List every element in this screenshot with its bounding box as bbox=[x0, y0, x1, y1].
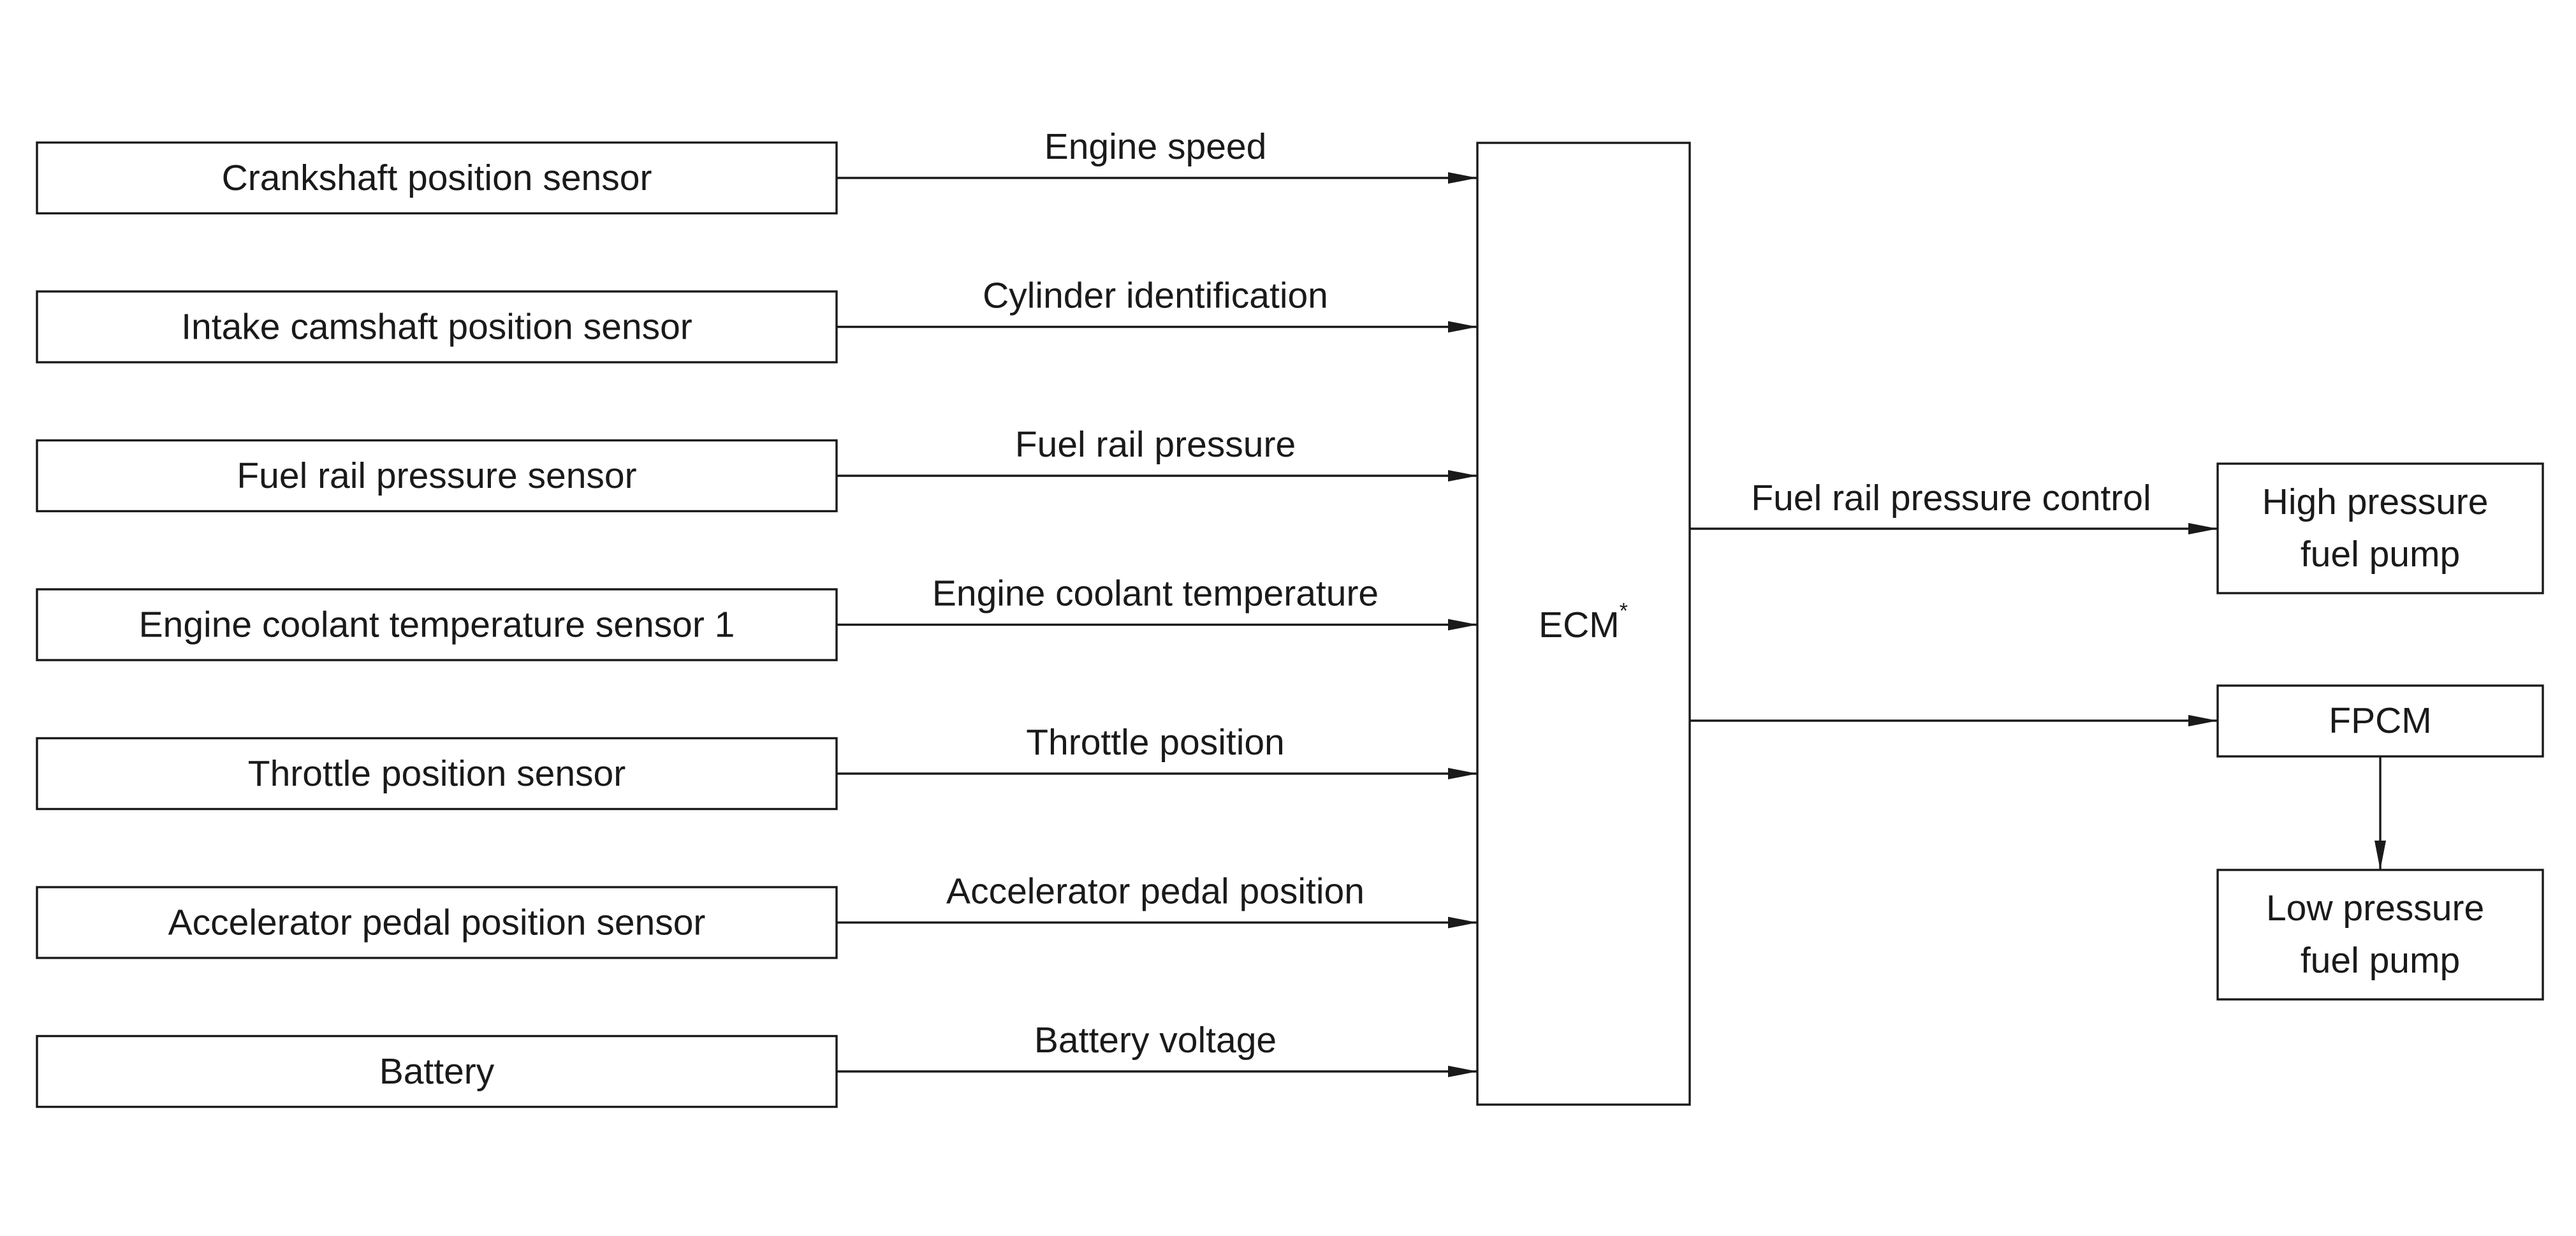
low-pressure-fuel-pump-label-line1: Low pressure bbox=[2266, 888, 2484, 929]
signal-label-coolant: Engine coolant temperature bbox=[932, 573, 1379, 614]
signal-label-crankshaft: Engine speed bbox=[1044, 126, 1267, 167]
signal-label-camshaft: Cylinder identification bbox=[983, 276, 1328, 316]
ecm-label-text: ECM bbox=[1539, 605, 1620, 645]
high-pressure-fuel-pump-label-line1: High pressure bbox=[2262, 482, 2489, 522]
sensor-row-battery: Battery Battery voltage bbox=[36, 1020, 1477, 1108]
sensor-label-battery: Battery bbox=[379, 1051, 495, 1092]
ecm-label: ECM* bbox=[1539, 599, 1628, 645]
signal-label-battery: Battery voltage bbox=[1034, 1020, 1277, 1061]
ecm-box bbox=[1476, 142, 1691, 1106]
fpcm-label: FPCM bbox=[2329, 700, 2431, 741]
high-pressure-fuel-pump-label-line2: fuel pump bbox=[2301, 534, 2460, 575]
sensor-label-throttle: Throttle position sensor bbox=[248, 753, 626, 794]
signal-label-accelerator: Accelerator pedal position bbox=[946, 871, 1365, 912]
ecm-label-superscript: * bbox=[1620, 599, 1628, 623]
sensor-label-coolant: Engine coolant temperature sensor 1 bbox=[139, 605, 735, 645]
sensor-label-fuel-rail: Fuel rail pressure sensor bbox=[237, 455, 636, 496]
sensor-box-camshaft bbox=[36, 290, 838, 364]
signal-label-throttle: Throttle position bbox=[1026, 722, 1285, 763]
sensor-label-accelerator: Accelerator pedal position sensor bbox=[168, 902, 706, 943]
output-lp-pump: Low pressure fuel pump bbox=[2216, 756, 2544, 1001]
high-pressure-fuel-pump-label: High pressure fuel pump bbox=[2262, 482, 2499, 575]
sensor-box-coolant bbox=[36, 588, 838, 661]
signal-label-fuel-rail-pressure-control: Fuel rail pressure control bbox=[1751, 478, 2151, 519]
sensor-box-throttle bbox=[36, 737, 838, 811]
ecm-block: ECM* bbox=[1476, 142, 1691, 1106]
sensor-group: Crankshaft position sensor Engine speedIn… bbox=[36, 126, 1477, 1108]
sensor-row-throttle: Throttle position sensor Throttle positio… bbox=[36, 722, 1477, 811]
sensor-box-battery bbox=[36, 1034, 838, 1108]
output-fpcm: FPCM bbox=[1690, 684, 2544, 758]
sensor-row-crankshaft: Crankshaft position sensor Engine speed bbox=[36, 126, 1477, 215]
low-pressure-fuel-pump-label-line2: fuel pump bbox=[2301, 940, 2460, 981]
sensor-row-accelerator: Accelerator pedal position sensor Acceler… bbox=[36, 871, 1477, 959]
fpcm-box bbox=[2216, 684, 2544, 758]
sensor-label-crankshaft: Crankshaft position sensor bbox=[222, 158, 652, 198]
sensor-box-accelerator bbox=[36, 886, 838, 959]
sensor-row-coolant: Engine coolant temperature sensor 1 Engin… bbox=[36, 573, 1477, 661]
high-pressure-fuel-pump-box bbox=[2216, 462, 2544, 594]
sensor-row-camshaft: Intake camshaft position sensor Cylinder … bbox=[36, 276, 1477, 364]
low-pressure-fuel-pump-box bbox=[2216, 869, 2544, 1001]
sensor-box-fuel-rail bbox=[36, 439, 838, 513]
low-pressure-fuel-pump-label: Low pressure fuel pump bbox=[2266, 888, 2494, 981]
output-hp-pump: Fuel rail pressure control High pressure… bbox=[1690, 462, 2544, 594]
sensor-box-crankshaft bbox=[36, 141, 838, 215]
sensor-label-camshaft: Intake camshaft position sensor bbox=[181, 307, 692, 348]
signal-label-fuel-rail: Fuel rail pressure bbox=[1015, 424, 1296, 465]
sensor-row-fuel-rail: Fuel rail pressure sensor Fuel rail press… bbox=[36, 424, 1477, 513]
